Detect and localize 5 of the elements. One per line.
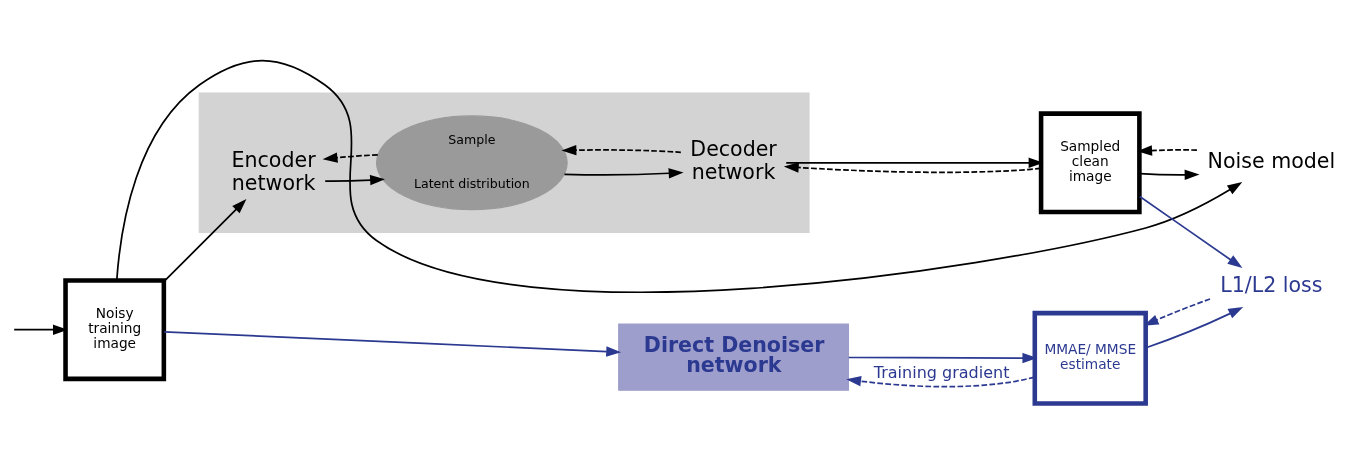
node-text: Encoder network: [231, 147, 316, 195]
node-text: Noise model: [1207, 148, 1336, 173]
node-text: L1/L2 loss: [1220, 272, 1323, 297]
node-text: Decoder network: [690, 136, 777, 184]
edge-label: Training gradient: [873, 362, 1010, 382]
